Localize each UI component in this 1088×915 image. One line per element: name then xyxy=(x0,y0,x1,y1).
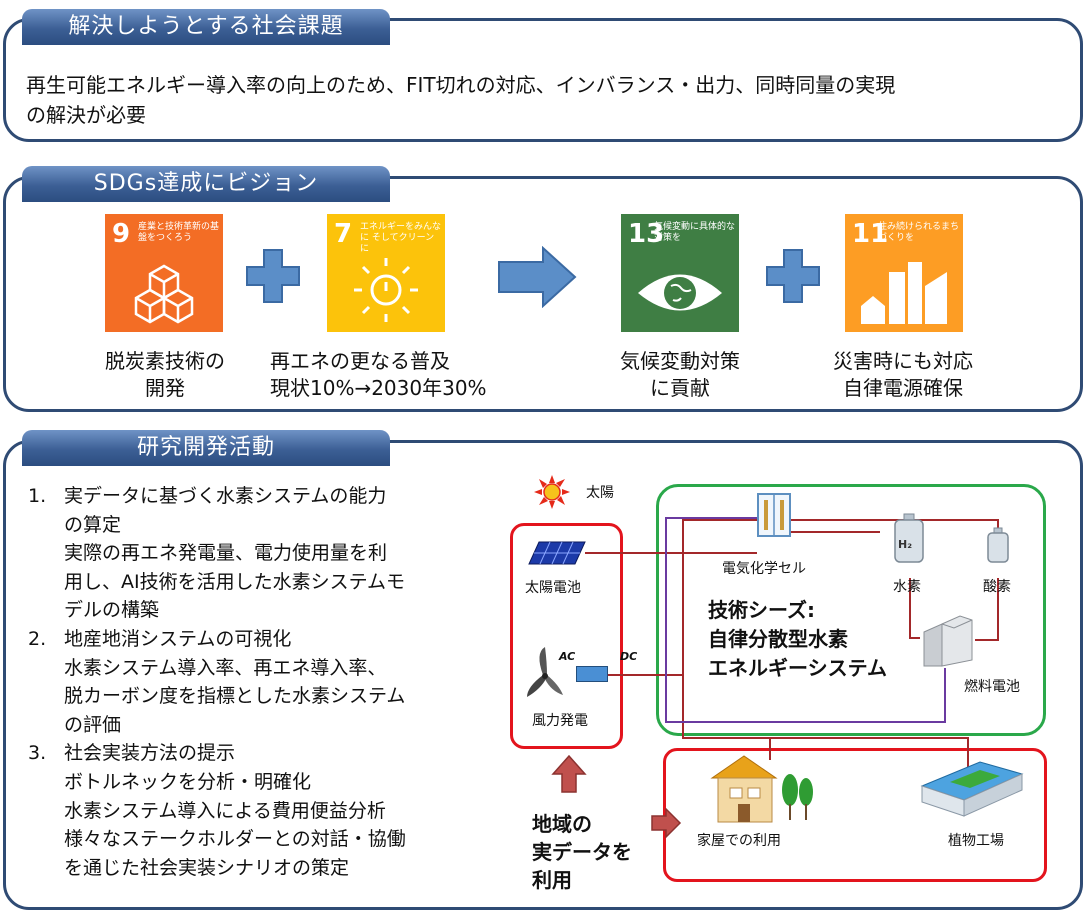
house-label: 家屋での利用 xyxy=(697,833,781,849)
social-issue-text: 再生可能エネルギー導入率の向上のため、FIT切れの対応、インバランス・出力、同時… xyxy=(26,70,1066,130)
list-line: の評価 xyxy=(64,713,122,736)
sdg-7-caption: エネルギーをみんなに そしてクリーンに xyxy=(360,222,442,254)
list-line: 実際の再エネ発電量、電力使用量を利 xyxy=(64,542,388,565)
dc-label: DC xyxy=(620,650,638,663)
arrow-up-icon xyxy=(551,754,587,793)
sdg-7-number: 7 xyxy=(334,219,353,249)
list-line: 実データに基づく水素システムの能力 xyxy=(64,485,387,507)
list-item-number: 1. xyxy=(28,485,47,507)
ac-label: AC xyxy=(559,650,576,663)
house-icon xyxy=(710,755,813,823)
list-item: 3. 社会実装方法の提示 ボトルネックを分析・明確化 水素システム導入による費用… xyxy=(28,739,498,882)
hydrogen-tank-icon xyxy=(894,513,924,563)
sdg-11-icon: 11 住み続けられるまちづくりを xyxy=(845,214,963,332)
sdg-7-label: 再エネの更なる普及 現状10%→2030年30% xyxy=(270,348,506,402)
hydrogen-label: 水素 xyxy=(893,579,921,595)
list-item-number: 3. xyxy=(28,742,47,765)
electrochemical-cell-icon xyxy=(757,493,791,537)
tech-seeds-line1: 技術シーズ: xyxy=(708,598,815,622)
regional-data-line2: 実データを xyxy=(532,840,632,864)
plant-factory-icon xyxy=(920,761,1024,817)
sdg-13-label-line2: に貢献 xyxy=(650,376,710,400)
clean-energy-sun-icon xyxy=(354,258,418,322)
wind-label: 風力発電 xyxy=(532,713,588,729)
arrow-right-icon xyxy=(651,808,682,838)
sdg-9-icon: 9 産業と技術革新の基盤をつくろう xyxy=(105,214,223,332)
fuel-cell-label: 燃料電池 xyxy=(964,679,1020,695)
sdgs-tab: SDGs達成にビジョン xyxy=(22,166,390,202)
list-line: 様々なステークホルダーとの対話・協働 xyxy=(64,828,406,851)
list-line: 水素システム導入による費用便益分析 xyxy=(64,799,386,822)
list-line: 地産地消システムの可視化 xyxy=(64,627,292,650)
social-issue-tab: 解決しようとする社会課題 xyxy=(22,9,390,45)
solar-label: 太陽電池 xyxy=(525,580,581,596)
sdg-13-number: 13 xyxy=(628,219,665,249)
sdg-9-caption: 産業と技術革新の基盤をつくろう xyxy=(138,222,220,243)
regional-data-line1: 地域の xyxy=(532,812,592,836)
regional-data-label: 地域の 実データを 利用 xyxy=(532,810,632,894)
usage-box xyxy=(663,748,1047,882)
plus-icon xyxy=(766,249,820,303)
sdg-9-label: 脱炭素技術の 開発 xyxy=(70,348,260,402)
rnd-list: 1. 実データに基づく水素システムの能力 の算定 実際の再エネ発電量、電力使用量… xyxy=(28,482,498,882)
sdg-7-label-line1: 再エネの更なる普及 xyxy=(270,349,450,373)
sdg-9-label-line2: 開発 xyxy=(145,376,185,400)
list-line: を通じた社会実装シナリオの策定 xyxy=(64,856,350,879)
sun-label: 太陽 xyxy=(586,485,614,501)
sdg-9-number: 9 xyxy=(112,219,131,249)
rnd-panel xyxy=(3,440,1083,910)
regional-data-line3: 利用 xyxy=(532,868,572,892)
solar-panel-icon xyxy=(528,541,586,565)
list-line: ボトルネックを分析・明確化 xyxy=(64,770,312,793)
cubes-icon xyxy=(134,264,194,324)
wind-turbine-icon xyxy=(527,647,563,697)
rnd-tab: 研究開発活動 xyxy=(22,430,390,466)
sdg-11-number: 11 xyxy=(852,219,889,249)
fuel-cell-icon xyxy=(923,615,973,667)
sdg-9-label-line1: 脱炭素技術の xyxy=(105,349,225,373)
tech-seeds-label: 技術シーズ: 自律分散型水素 エネルギーシステム xyxy=(708,596,887,683)
social-issue-line2: の解決が必要 xyxy=(26,103,146,127)
list-item: 2. 地産地消システムの可視化 水素システム導入率、再エネ導入率、 脱カーボン度… xyxy=(28,625,498,739)
tech-seeds-line2: 自律分散型水素 xyxy=(708,627,848,651)
oxygen-label: 酸素 xyxy=(983,579,1011,595)
sdg-13-icon: 13 気候変動に具体的な対策を xyxy=(621,214,739,332)
sdg-11-label: 災害時にも対応 自律電源確保 xyxy=(808,348,998,402)
plus-icon xyxy=(246,249,300,303)
eye-globe-icon xyxy=(638,274,722,311)
list-line: 水素システム導入率、再エネ導入率、 xyxy=(64,656,387,679)
tech-seeds-line3: エネルギーシステム xyxy=(708,656,887,680)
sdg-11-label-line2: 自律電源確保 xyxy=(843,376,963,400)
sdg-13-label-line1: 気候変動対策 xyxy=(620,349,740,373)
list-line: デルの構築 xyxy=(64,599,160,622)
list-item-number: 2. xyxy=(28,627,47,650)
inverter-icon xyxy=(576,666,608,682)
sdg-13-caption: 気候変動に具体的な対策を xyxy=(654,222,736,243)
sdg-11-caption: 住み続けられるまちづくりを xyxy=(878,222,960,243)
oxygen-tank-icon xyxy=(987,527,1009,563)
list-item: 1. 実データに基づく水素システムの能力 の算定 実際の再エネ発電量、電力使用量… xyxy=(28,482,498,625)
social-issue-line1: 再生可能エネルギー導入率の向上のため、FIT切れの対応、インバランス・出力、同時… xyxy=(26,73,896,97)
h2-label: H₂ xyxy=(898,538,913,551)
arrow-right-icon xyxy=(498,246,577,308)
sun-icon xyxy=(534,475,570,509)
list-line: 脱カーボン度を指標とした水素システム xyxy=(64,685,406,708)
plant-factory-label: 植物工場 xyxy=(948,833,1004,849)
generation-box xyxy=(510,523,623,749)
tech-seeds-box xyxy=(656,484,1046,736)
list-line: 社会実装方法の提示 xyxy=(64,742,236,765)
cell-label: 電気化学セル xyxy=(722,561,806,577)
sdg-7-icon: 7 エネルギーをみんなに そしてクリーンに xyxy=(327,214,445,332)
list-line: の算定 xyxy=(64,513,122,536)
city-buildings-icon xyxy=(861,262,947,324)
sdg-11-label-line1: 災害時にも対応 xyxy=(833,349,973,373)
sdg-13-label: 気候変動対策 に貢献 xyxy=(585,348,775,402)
list-line: 用し、AI技術を活用した水素システムモ xyxy=(64,570,406,593)
sdg-7-label-line2: 現状10%→2030年30% xyxy=(270,376,487,400)
